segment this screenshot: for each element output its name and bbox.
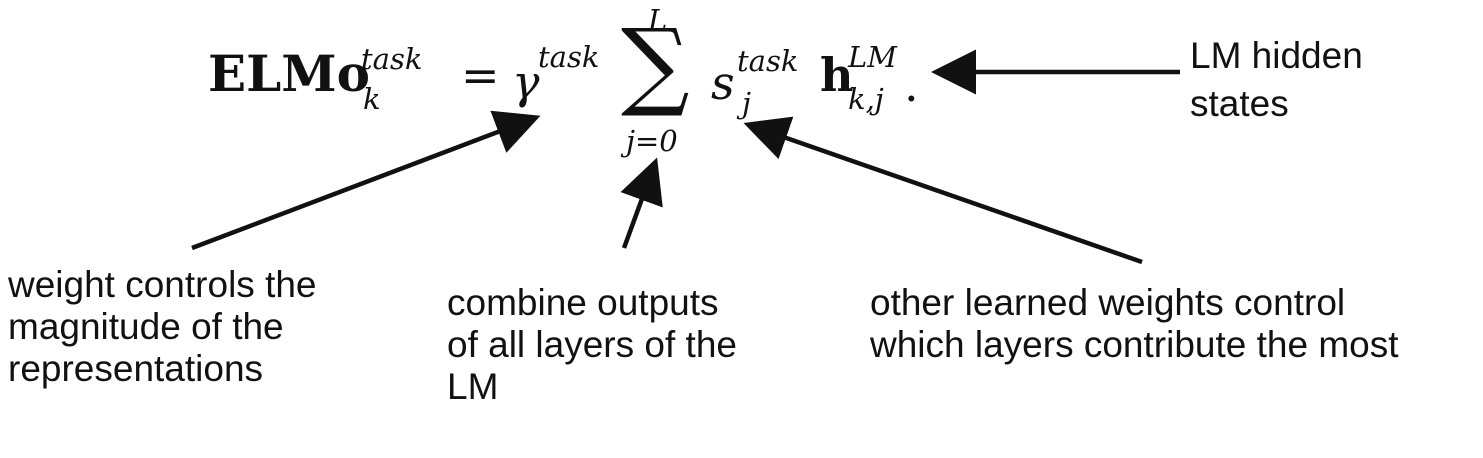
annotation-line: states (1190, 83, 1289, 124)
annotation-line: representations (8, 348, 264, 389)
formula-summation-upper-limit: L (648, 3, 668, 37)
arrow-to-s-weights (743, 116, 1143, 265)
formula-elmo: ELMo (208, 44, 370, 103)
formula-elmo-subscript: k (363, 82, 381, 116)
formula-h-subscript: k,j (848, 82, 884, 116)
formula-elmo-superscript: task (361, 42, 423, 76)
formula-h-superscript: LM (848, 40, 897, 74)
annotation-line: magnitude of the (8, 306, 284, 347)
formula-equals: = (461, 48, 500, 102)
annotation-other-weights: other learned weights control which laye… (870, 282, 1399, 366)
formula-s-subscript: j (742, 86, 751, 120)
annotation-weight-controls: weight controls the magnitude of the rep… (8, 264, 317, 390)
formula-s: s (711, 56, 735, 110)
annotation-lm-hidden-states: LM hidden states (1190, 32, 1363, 128)
annotation-line: LM hidden (1190, 35, 1363, 76)
annotation-line: combine outputs (447, 282, 719, 323)
annotation-line: other learned weights control (870, 282, 1346, 323)
annotation-line: LM (447, 366, 499, 407)
formula-gamma-superscript: task (538, 40, 600, 74)
annotation-line: weight controls the (8, 264, 317, 305)
annotation-line: which layers contribute the most (870, 324, 1399, 365)
formula-summation: ∑ (621, 8, 690, 120)
formula-h: h (820, 48, 854, 102)
annotation-combine-outputs: combine outputs of all layers of the LM (447, 282, 737, 408)
formula-gamma: γ (512, 55, 540, 109)
annotation-line: of all layers of the (447, 324, 737, 365)
arrow-to-gamma (191, 110, 541, 251)
formula-period: . (904, 58, 919, 112)
formula-summation-lower-limit: j=0 (626, 124, 678, 158)
arrow-to-summation (620, 157, 663, 249)
formula-s-superscript: task (737, 44, 799, 78)
